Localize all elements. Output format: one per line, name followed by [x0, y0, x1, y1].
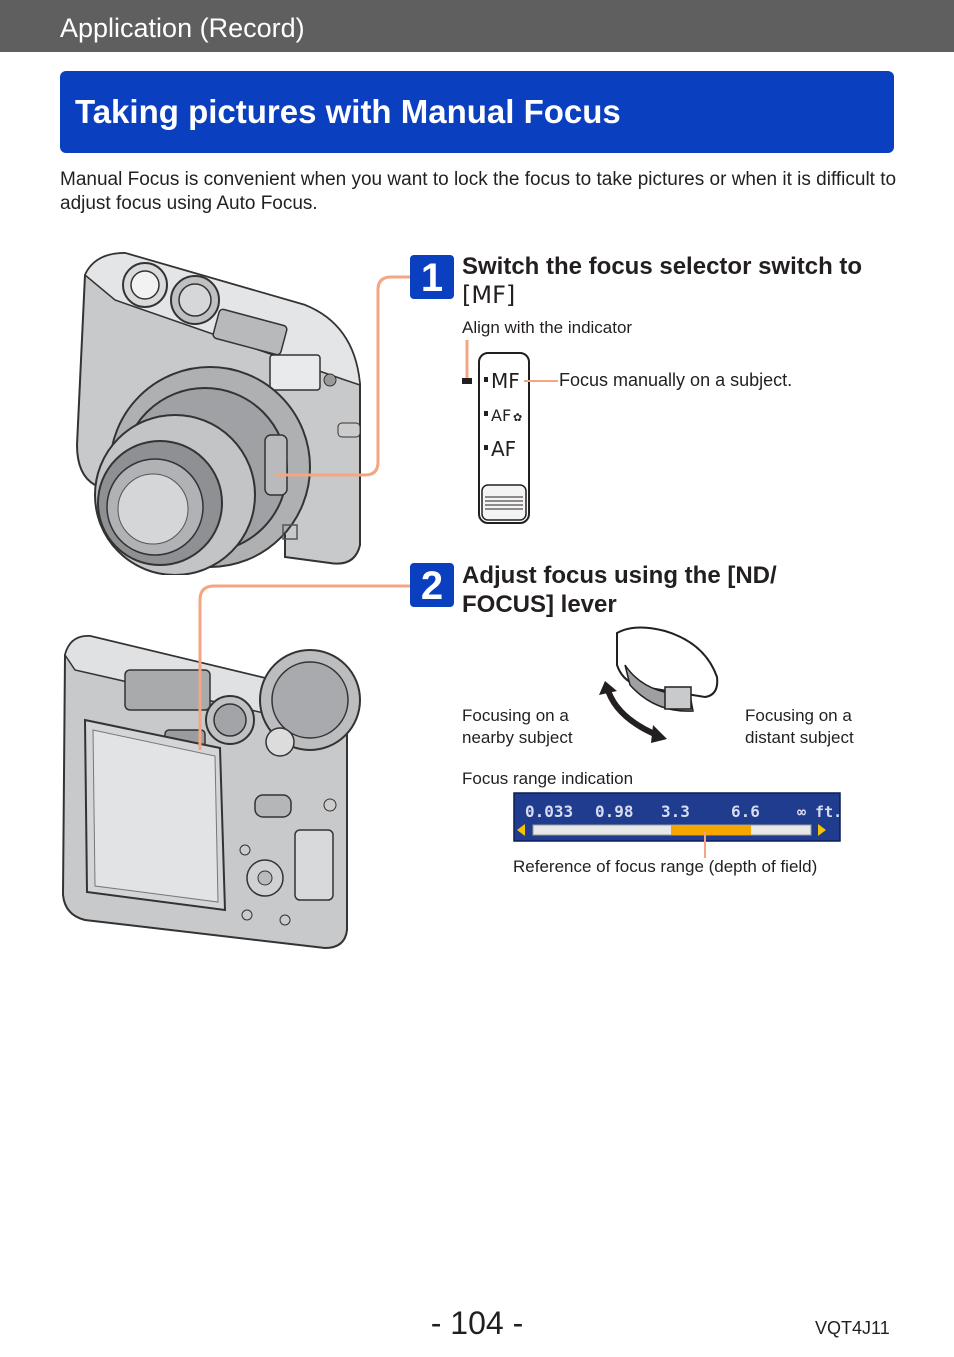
leader-lines: [198, 275, 410, 750]
focus-range-label: Focus range indication: [462, 769, 634, 788]
far-subject-label-line1: Focusing on a: [745, 706, 852, 725]
page-title: Taking pictures with Manual Focus: [75, 93, 621, 130]
step-1-title: Switch the focus selector switch to [MF]: [462, 252, 902, 310]
focus-selector-switch-illustration: MF AF ✿ AF: [462, 340, 530, 524]
nd-focus-lever-illustration: [599, 626, 719, 743]
range-value-2: 0.98: [595, 802, 634, 821]
page-title-box: [60, 71, 894, 153]
step-2-title-line1: Adjust focus using the [ND/: [462, 562, 777, 589]
step-2-title: Adjust focus using the [ND/ FOCUS] lever: [462, 561, 902, 619]
camera-back-illustration: [61, 634, 361, 950]
step-1-title-text: Switch the focus selector switch to: [462, 253, 863, 280]
callout-line: [524, 380, 558, 382]
step-1-callout: Focus manually on a subject.: [559, 370, 793, 390]
document-code: VQT4J11: [815, 1318, 890, 1338]
switch-label-af-macro: AF: [491, 406, 511, 425]
near-subject-label: Focusing on a nearby subject: [462, 705, 573, 749]
intro-text: Manual Focus is convenient when you want…: [60, 169, 897, 214]
step-2-badge: 2: [410, 563, 454, 608]
near-subject-label-line1: Focusing on a: [462, 706, 569, 725]
focus-range-bar: 0.033 0.98 3.3 6.6 ∞ ft.: [513, 792, 842, 858]
section-title: Application (Record): [60, 13, 305, 43]
near-subject-label-line2: nearby subject: [462, 728, 573, 747]
step-1-badge: 1: [410, 255, 454, 300]
mf-symbol: [MF]: [462, 281, 516, 309]
flower-macro-icon: ✿: [513, 411, 522, 424]
far-subject-label: Focusing on a distant subject: [745, 705, 854, 749]
step-2-title-line2: FOCUS] lever: [462, 591, 617, 618]
range-value-1: 0.033: [525, 802, 573, 821]
switch-label-af: AF: [491, 437, 516, 461]
range-value-4: 6.6: [731, 802, 760, 821]
page-number: - 104 -: [430, 1305, 524, 1341]
camera-front-illustration: [75, 251, 361, 575]
switch-label-mf: MF: [491, 369, 520, 393]
range-value-3: 3.3: [661, 802, 690, 821]
far-subject-label-line2: distant subject: [745, 728, 854, 747]
focus-range-caption: Reference of focus range (depth of field…: [513, 857, 818, 876]
header-bar: [0, 0, 954, 52]
step-1-note: Align with the indicator: [462, 318, 633, 337]
range-value-5: ∞ ft.: [797, 803, 842, 821]
